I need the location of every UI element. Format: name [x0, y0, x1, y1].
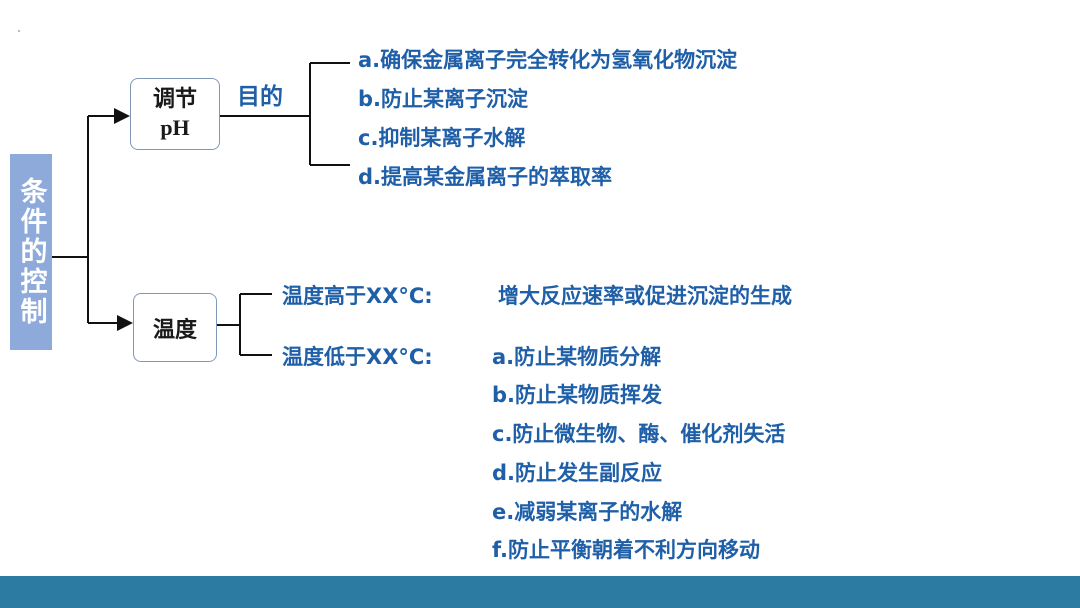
ph-item-b: b.防止某离子沉淀 — [358, 87, 529, 111]
temp-low-item-f: f.防止平衡朝着不利方向移动 — [492, 538, 760, 562]
temp-low-item-d: d.防止发生副反应 — [492, 461, 663, 485]
purpose-label: 目的 — [237, 84, 283, 110]
ph-node-line2: pH — [160, 115, 190, 140]
temp-high-effect: 增大反应速率或促进沉淀的生成 — [498, 284, 792, 308]
temp-low-item-e: e.减弱某离子的水解 — [492, 500, 683, 524]
ph-node-line1: 调节 — [152, 87, 197, 112]
temp-high-label: 温度高于XX°C: — [282, 284, 433, 308]
ph-adjust-node: 调节 pH — [130, 78, 220, 150]
temp-low-label: 温度低于XX°C: — [282, 345, 433, 369]
ph-item-c: c.抑制某离子水解 — [358, 126, 526, 150]
ph-item-a: a.确保金属离子完全转化为氢氧化物沉淀 — [358, 48, 738, 72]
temp-low-item-b: b.防止某物质挥发 — [492, 383, 663, 407]
temperature-node: 温度 — [133, 293, 217, 362]
root-label-text: 条件的控制 — [15, 177, 47, 327]
footer-bar — [0, 576, 1080, 608]
ph-item-d: d.提高某金属离子的萃取率 — [358, 165, 613, 189]
temperature-node-label: 温度 — [152, 317, 197, 343]
temp-low-item-c: c.防止微生物、酶、催化剂失活 — [492, 422, 786, 446]
temp-low-item-a: a.防止某物质分解 — [492, 345, 662, 369]
stray-dot — [18, 30, 20, 32]
root-label: 条件的控制 — [10, 154, 52, 350]
